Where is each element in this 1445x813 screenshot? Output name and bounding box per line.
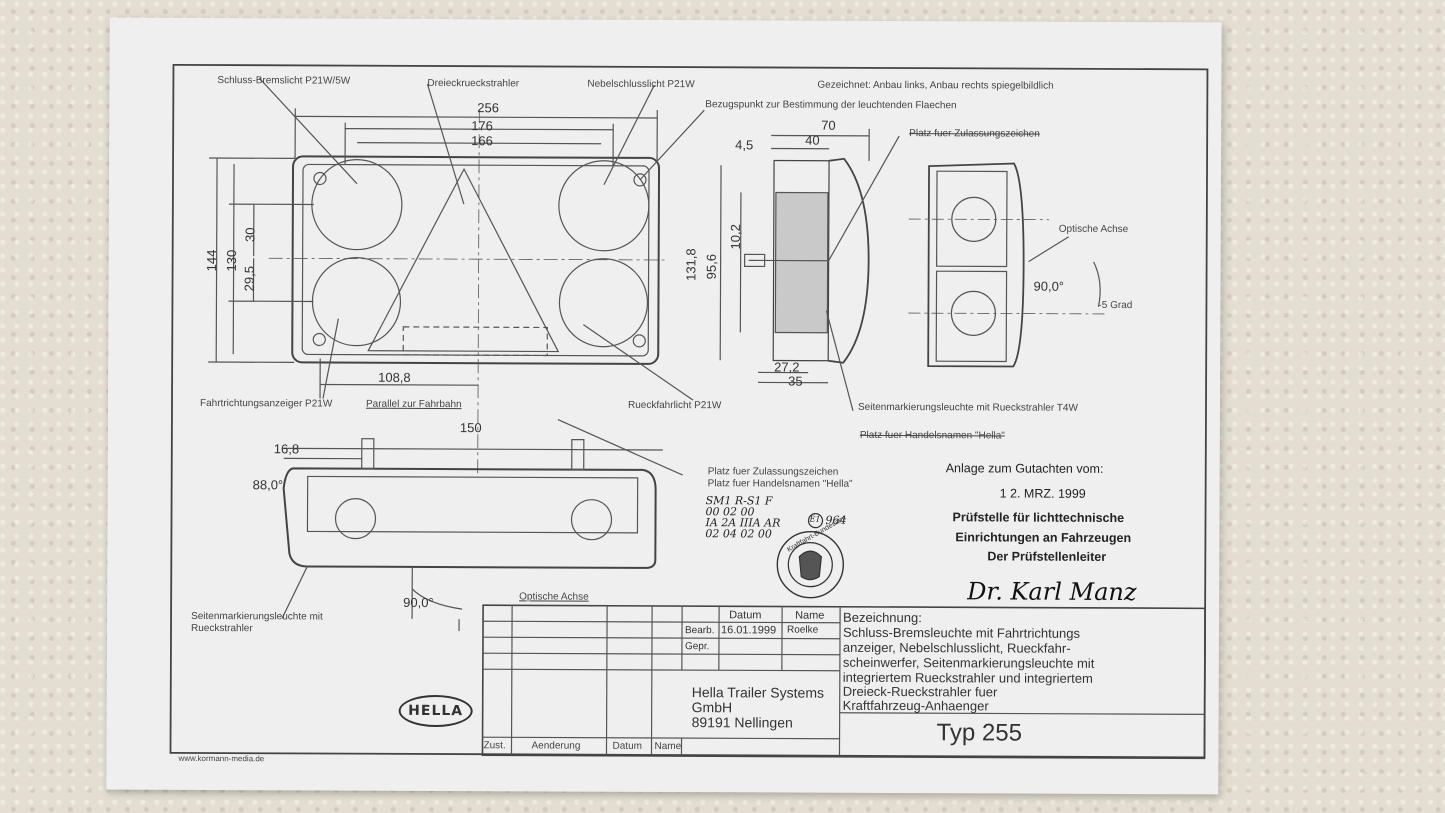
stamp-anlage: Anlage zum Gutachten vom: — [945, 461, 1104, 476]
label-fahrtrichtung: Fahrtrichtungsanzeiger P21W — [199, 397, 333, 410]
label-handelsnamen-struck: Platz fuer Handelsnamen "Hella" — [859, 429, 1005, 442]
label-zulassung-struck: Platz fuer Zulassungszeichen — [909, 128, 1040, 140]
dim-16-8: 16,8 — [273, 441, 300, 457]
tb-datum-footer: Datum — [612, 740, 642, 752]
tb-bezeichnung-line-4: integriertem Rueckstrahler und integrier… — [842, 669, 1093, 686]
tb-bezeichnung-line-1: Schluss-Bremsleuchte mit Fahrtrichtungs — [842, 624, 1081, 641]
dim-10-2: 10,2 — [727, 224, 743, 250]
dim-144: 144 — [203, 249, 220, 272]
dim-29-5: 29,5 — [241, 266, 257, 292]
stamp-pruefstelle: Prüfstelle für lichttechnische — [952, 510, 1125, 526]
dim-130: 130 — [223, 249, 240, 272]
website-footer: www.kormann-media.de — [178, 753, 265, 764]
technical-drawing — [169, 63, 1209, 760]
dim-108-8: 108,8 — [378, 369, 411, 385]
label-parallel-fahrbahn: Parallel zur Fahrbahn — [365, 398, 462, 411]
tb-typ: Typ 255 — [936, 719, 1023, 747]
label-rueckfahrlicht: Rueckfahrlicht P21W — [627, 399, 722, 412]
tb-gepr: Gepr. — [684, 641, 710, 653]
dim-150: 150 — [459, 420, 482, 436]
dim-30: 30 — [242, 227, 258, 242]
dim-176: 176 — [471, 118, 493, 134]
signature: Dr. Karl Manz — [967, 577, 1137, 607]
hella-logo-text: HELLA — [408, 702, 464, 720]
stamp-leiter: Der Prüfstellenleiter — [987, 549, 1107, 564]
tb-aenderung: Aenderung — [531, 740, 581, 752]
tb-bearb-name: Roelke — [786, 624, 819, 636]
label-optische-achse-right: Optische Achse — [1058, 223, 1129, 236]
tb-name-footer: Name — [654, 740, 682, 753]
drawing-sheet: Schluss-Bremslicht P21W/5W Dreieckruecks… — [106, 17, 1222, 795]
dim-27-2: 27,2 — [774, 359, 800, 375]
tb-bezeichnung-title: Bezeichnung: — [843, 609, 922, 626]
label-platz-zulassung: Platz fuer Zulassungszeichen — [707, 466, 839, 478]
tb-bezeichnung-line-2: anzeiger, Nebelschlusslicht, Rueckfahr- — [842, 639, 1071, 656]
dim-70: 70 — [821, 117, 836, 133]
tb-bezeichnung-line-3: scheinwerfer, Seitenmarkierungsleuchte m… — [842, 654, 1095, 671]
label-bezugspunkt: Bezugspunkt zur Bestimmung der leuchtend… — [705, 99, 957, 112]
tb-zust: Zust. — [483, 740, 506, 752]
stamp-einrichtungen: Einrichtungen an Fahrzeugen — [955, 530, 1132, 546]
dim-88: 88,0° — [252, 477, 284, 493]
tb-name-header: Name — [795, 609, 825, 622]
dim-40: 40 — [805, 132, 820, 148]
tb-company-3: 89191 Nellingen — [691, 714, 793, 731]
label-dreieckrueckstrahler: Dreieckrueckstrahler — [427, 77, 520, 90]
label-nebelschlusslicht: Nebelschlusslicht P21W — [587, 78, 695, 91]
label-schluss-bremslicht: Schluss-Bremslicht P21W/5W — [217, 75, 351, 87]
label-90-right: 90,0° — [1033, 278, 1065, 294]
approval-marks-row4: 02 04 02 00 — [705, 527, 772, 541]
label-seitenmarkierung-left-2: Rueckstrahler — [191, 622, 253, 635]
label-seitenmarkierung-right: Seitenmarkierungsleuchte mit Rueckstrahl… — [857, 401, 1078, 414]
label-optische-achse-bottom: Optische Achse — [519, 591, 589, 603]
tb-bearb: Bearb. — [684, 625, 715, 637]
label-gezeichnet: Gezeichnet: Anbau links, Anbau rechts sp… — [817, 79, 1054, 92]
dim-35: 35 — [788, 373, 803, 389]
tb-company-2: GmbH — [691, 699, 733, 716]
tb-company-1: Hella Trailer Systems — [691, 684, 825, 701]
stamp-date: 1 2. MRZ. 1999 — [999, 486, 1086, 501]
dim-4-5: 4,5 — [735, 137, 754, 153]
dim-95-6: 95,6 — [703, 254, 719, 280]
label-platz-hella: Platz fuer Handelsnamen "Hella" — [707, 478, 853, 490]
tb-bezeichnung-line-5: Dreieck-Rueckstrahler fuer — [842, 683, 998, 700]
e-mark: E1 — [809, 514, 821, 524]
label-minus5-grad: -5 Grad — [1098, 299, 1133, 312]
tb-datum-header: Datum — [729, 609, 762, 622]
hella-logo: HELLA — [398, 694, 473, 728]
tb-bezeichnung-line-6: Kraftfahrzeug-Anhaenger — [842, 697, 989, 714]
label-90-bottom: 90,0° — [403, 594, 434, 610]
tb-bearb-date: 16.01.1999 — [720, 624, 777, 637]
label-seitenmarkierung-left-1: Seitenmarkierungsleuchte mit — [191, 610, 323, 623]
dim-256: 256 — [477, 100, 500, 116]
dim-166: 166 — [471, 133, 493, 149]
dim-131-8: 131,8 — [683, 248, 699, 281]
